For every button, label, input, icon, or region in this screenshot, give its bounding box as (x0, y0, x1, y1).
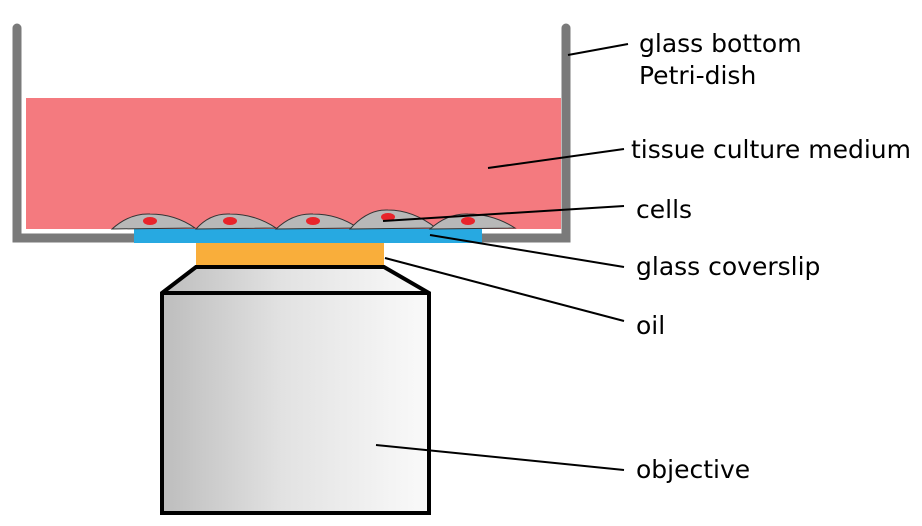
cell-nucleus (143, 217, 157, 225)
leader-line-medium (487, 148, 625, 169)
label-coverslip: glass coverslip (636, 252, 820, 281)
immersion-oil (196, 243, 384, 266)
leader-line-dish (567, 43, 629, 56)
cell-nucleus (381, 213, 395, 221)
leader-line-cells (382, 205, 625, 222)
label-glass-bottom: glass bottom (639, 29, 802, 58)
cell-nucleus (306, 217, 320, 225)
objective-lens (160, 265, 431, 515)
label-objective: objective (636, 455, 750, 484)
glass-coverslip (134, 229, 482, 243)
label-medium: tissue culture medium (631, 135, 911, 164)
label-petri-dish: Petri-dish (639, 61, 756, 90)
label-cells: cells (636, 195, 692, 224)
leader-line-objective (375, 444, 625, 471)
leader-line-oil (384, 257, 625, 322)
cell-nucleus (461, 217, 475, 225)
tissue-culture-medium (26, 98, 561, 229)
leader-line-coverslip (429, 234, 625, 268)
cell-nucleus (223, 217, 237, 225)
label-oil: oil (636, 311, 665, 340)
